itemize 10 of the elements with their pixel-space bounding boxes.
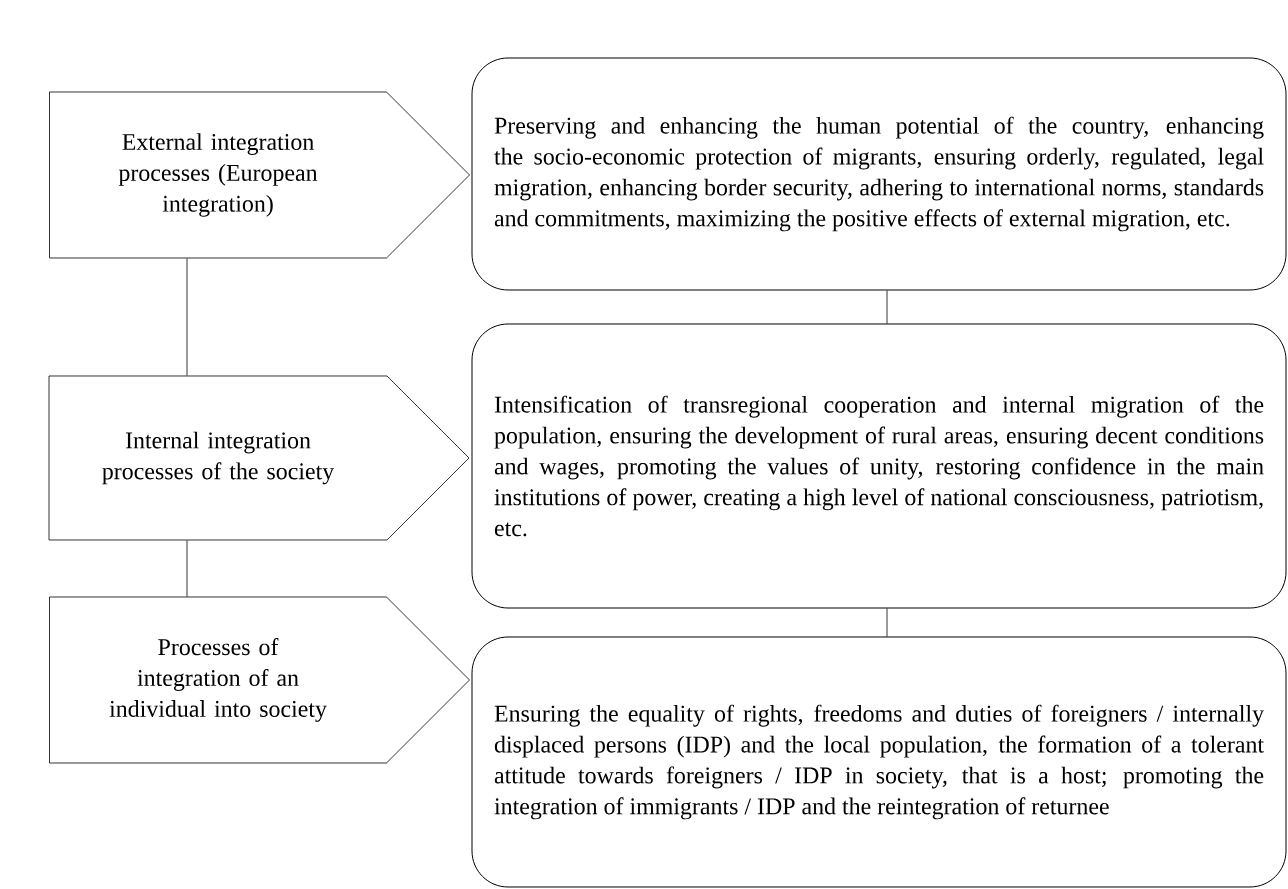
rounded-box: Ensuring the equality of rights, freedoms and duties of foreigners / internally displaced persons (IDP) and the local population, the formation of a tolerant attitude towards foreigners / IDP in society, that is a host; promoting the integration of immigrants / IDP and the reintegration of returnee bbox=[471, 636, 1287, 888]
connector-line bbox=[886, 290, 888, 324]
connector-line bbox=[186, 258, 188, 376]
arrow-box: External integration processes (European integration) bbox=[49, 91, 470, 259]
rounded-box: Intensification of transregional cooperation and internal migration of the population, ensuring the development of rural areas, ensuring decent conditions and wages, promoting the values of unity, restoring confidence in the main institutions of power, creating a high level of national consciousness, patriotism, etc. bbox=[471, 323, 1287, 609]
rounded-box: Preserving and enhancing the human potential of the country, enhancing the socio-economic protection of migrants, ensuring orderly, regulated, legal migration, enhancing border security, adhering to international norms, standards and commitments, maximizing the positive effects of external migration, etc. bbox=[471, 57, 1287, 291]
connector-line bbox=[186, 540, 188, 597]
arrow-box: Processes of integration of an individual into society bbox=[49, 596, 470, 764]
connector-line bbox=[886, 608, 888, 637]
arrow-box: Internal integration processes of the society bbox=[48, 375, 470, 541]
